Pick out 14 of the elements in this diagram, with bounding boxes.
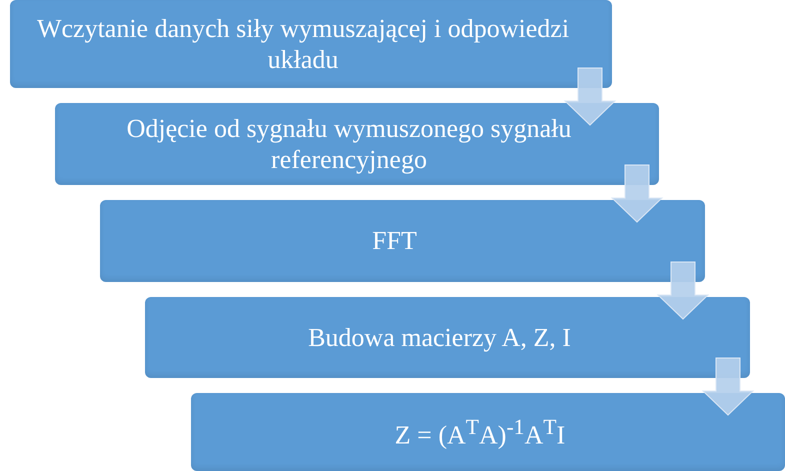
process-box — [10, 0, 612, 88]
block-arrow — [564, 68, 616, 126]
step-text: FFT — [372, 225, 417, 257]
block-arrow — [702, 358, 754, 416]
step-text: Wczytanie danych siły wymuszającej i odpowiedzi układu — [36, 12, 570, 76]
step-text: Budowa macierzy A, Z, I — [308, 322, 571, 354]
process-box — [55, 103, 659, 185]
block-arrow — [656, 262, 710, 320]
block-arrow — [610, 164, 664, 223]
process-box — [191, 393, 785, 471]
step-text: Odjęcie od sygnału wymuszonego sygnału referencyjnego — [126, 112, 572, 176]
step-text: Z = (A$^{T}$A)$^{-1}$A$^{T}$I — [394, 414, 566, 450]
process-box — [100, 200, 705, 282]
process-box — [145, 297, 750, 378]
